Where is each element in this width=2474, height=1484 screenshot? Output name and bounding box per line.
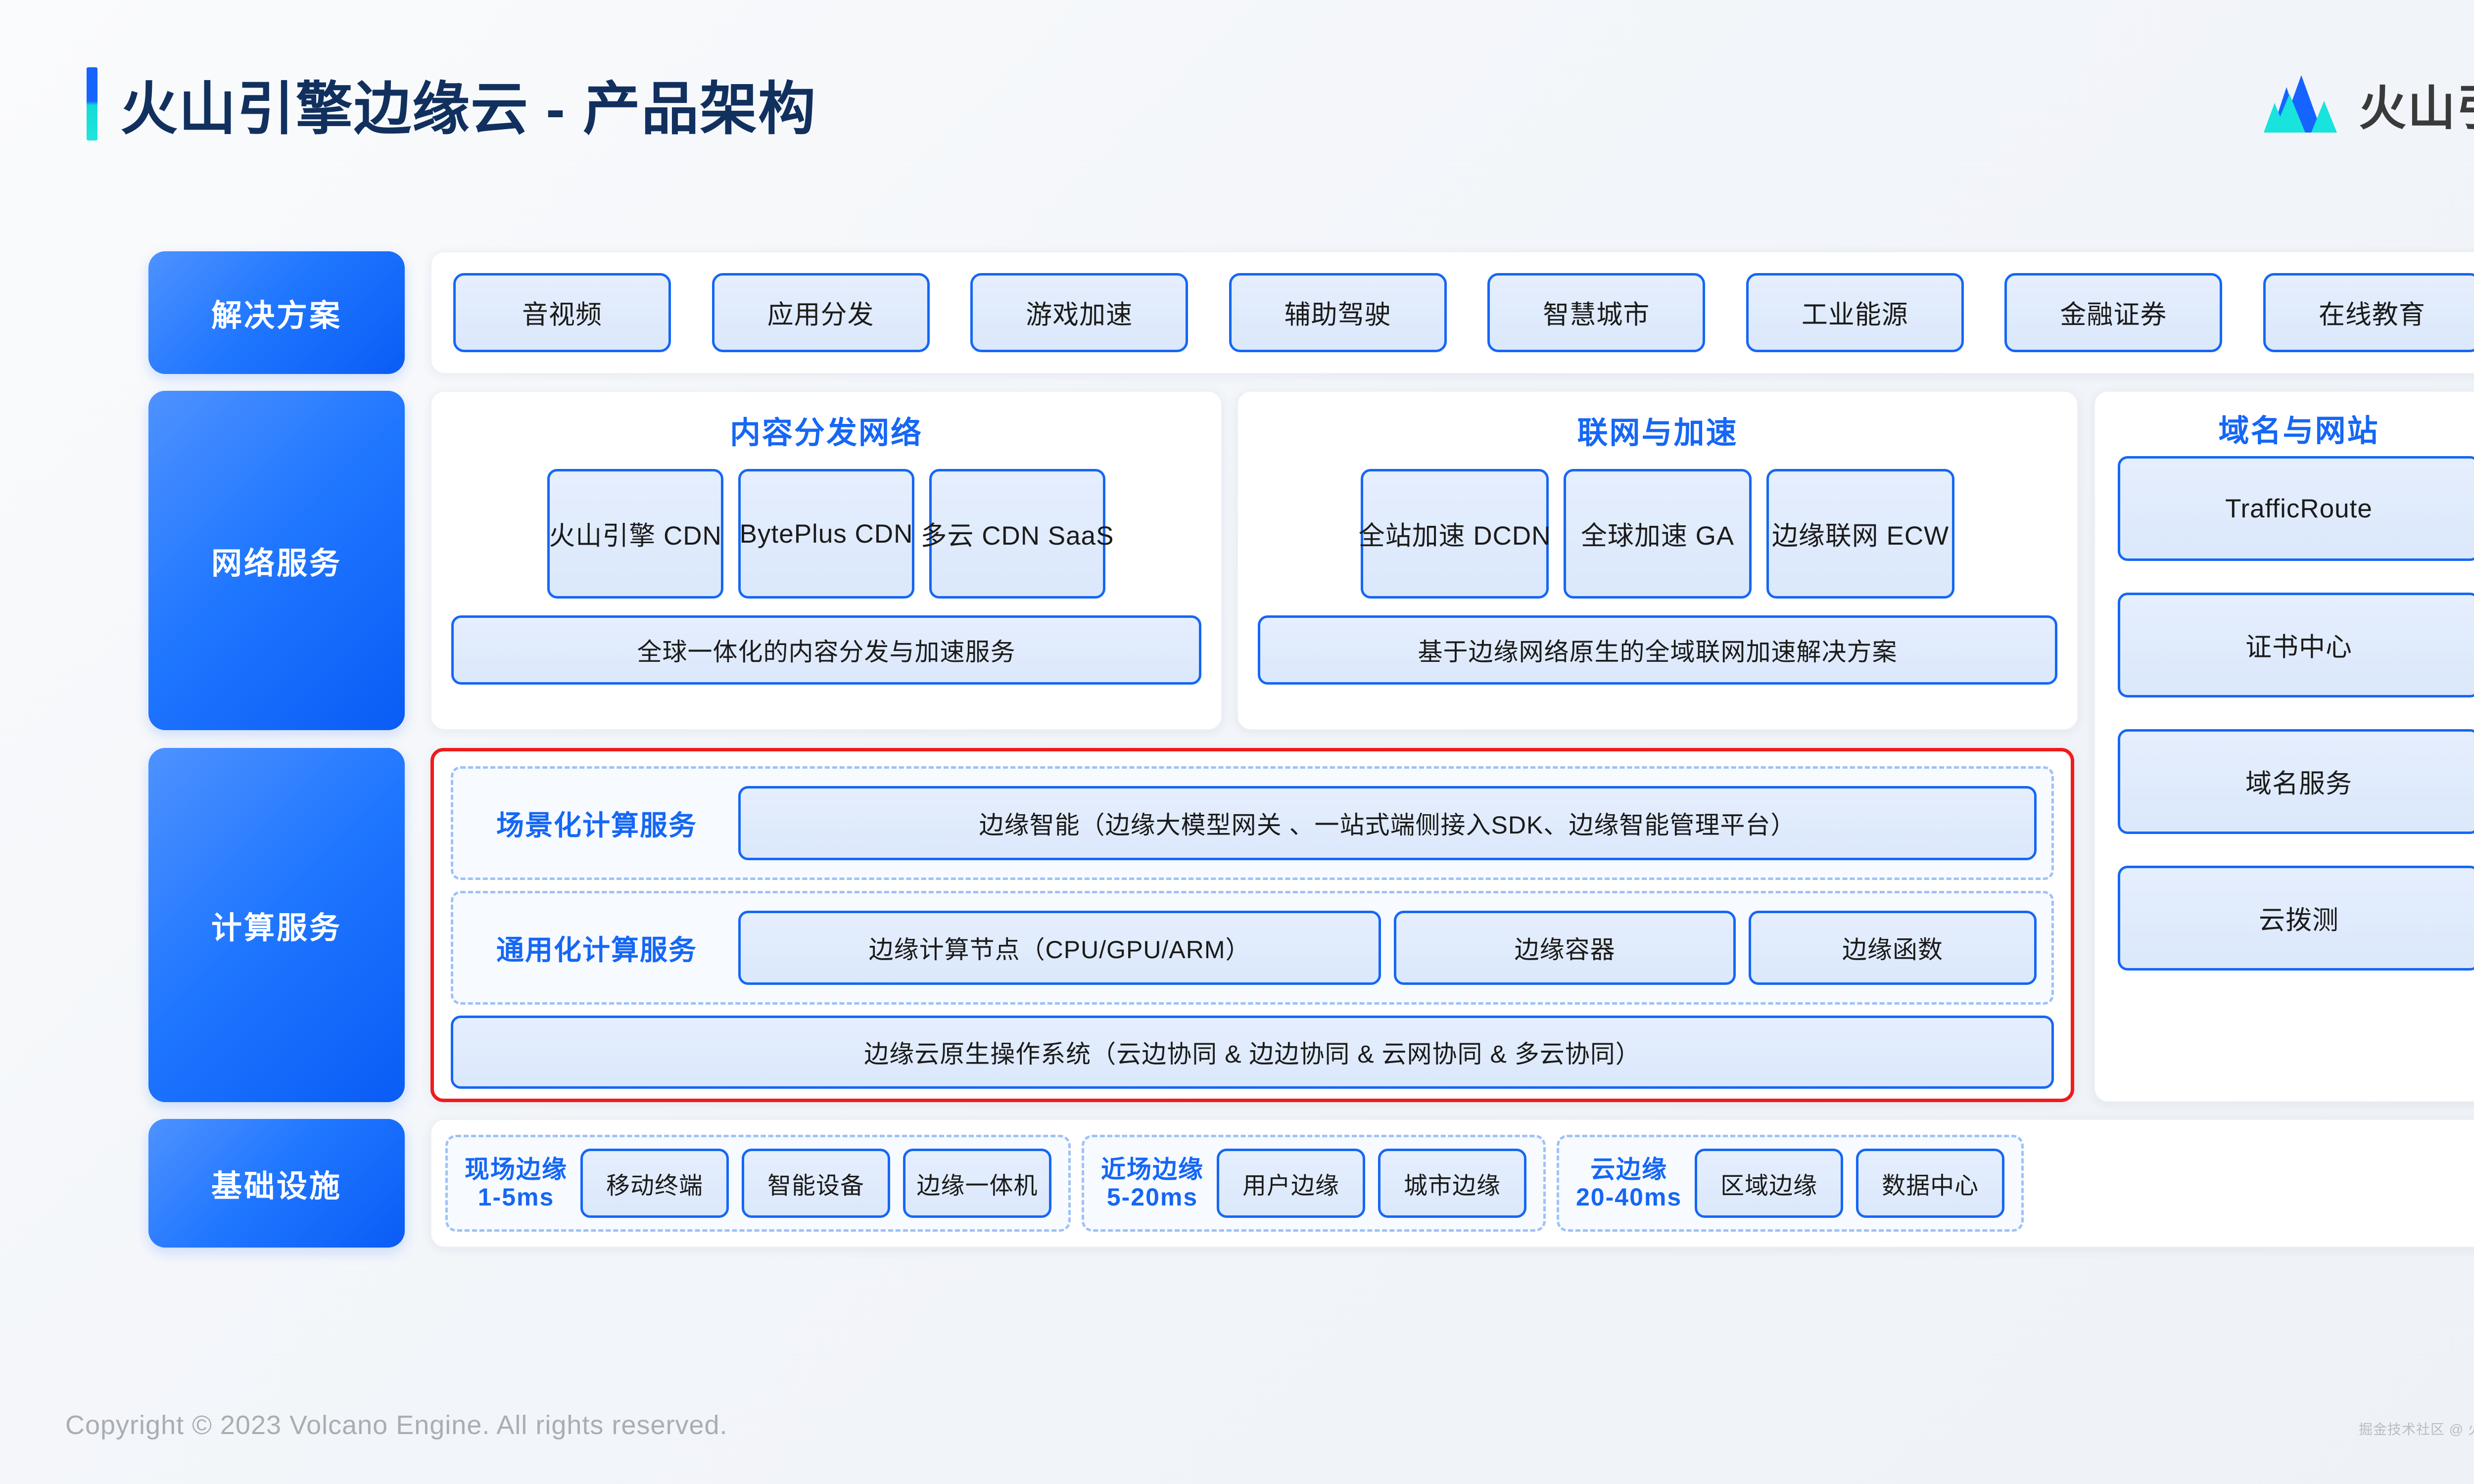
domain-chip[interactable]: 云拨测 (2118, 866, 2474, 971)
cdn-chip[interactable]: BytePlus CDN (738, 469, 914, 599)
network-chip[interactable]: 全球加速 GA (1564, 469, 1752, 599)
infra-label-line1: 近场边缘 (1101, 1156, 1204, 1183)
infra-group-cloud-edge: 云边缘 20-40ms 区域边缘 数据中心 (1557, 1135, 2024, 1232)
cdn-chip[interactable]: 多云 CDN SaaS (921, 469, 1113, 599)
edge-container-chip[interactable]: 边缘容器 (1394, 911, 1736, 985)
page-title: 火山引擎边缘云 - 产品架构 (120, 77, 817, 141)
network-group-panel: 联网与加速 全站加速 DCDN 全球加速 GA 边缘联网 ECW 基于边缘网络原… (1237, 391, 2078, 730)
scenario-compute-label: 场景化计算服务 (496, 809, 697, 841)
accent-bar-icon (87, 67, 97, 140)
general-compute-label: 通用化计算服务 (496, 934, 697, 966)
infra-chip[interactable]: 移动终端 (580, 1149, 729, 1218)
infra-group-label: 近场边缘 5-20ms (1101, 1156, 1204, 1211)
architecture-diagram: 解决方案 网络服务 计算服务 基础设施 音视频 应用分发 游戏加速 辅助驾驶 智… (148, 242, 2474, 1326)
network-chip[interactable]: 全站加速 DCDN (1359, 469, 1550, 599)
network-chip-row: 全站加速 DCDN 全球加速 GA 边缘联网 ECW (1258, 469, 2057, 599)
network-group-heading: 联网与加速 (1577, 416, 1738, 450)
infra-chip[interactable]: 边缘一体机 (903, 1149, 1051, 1218)
cdn-chip[interactable]: 火山引擎 CDN (547, 469, 723, 599)
scenario-compute-group: 场景化计算服务 边缘智能（边缘大模型网关 、一站式端侧接入SDK、边缘智能管理平… (451, 766, 2054, 880)
edge-intelligence-chip[interactable]: 边缘智能（边缘大模型网关 、一站式端侧接入SDK、边缘智能管理平台） (738, 786, 2037, 860)
general-compute-group: 通用化计算服务 边缘计算节点（CPU/GPU/ARM） 边缘容器 边缘函数 (451, 891, 2054, 1005)
infra-chip[interactable]: 区域边缘 (1695, 1149, 1844, 1218)
infra-chip[interactable]: 数据中心 (1856, 1149, 2005, 1218)
domain-chip[interactable]: 域名服务 (2118, 729, 2474, 834)
infra-group-label: 现场边缘 1-5ms (465, 1156, 568, 1211)
network-summary-bar[interactable]: 基于边缘网络原生的全域联网加速解决方案 (1258, 615, 2057, 685)
solution-chip[interactable]: 金融证券 (2004, 273, 2223, 352)
domain-chip[interactable]: 证书中心 (2118, 593, 2474, 697)
solution-chip[interactable]: 游戏加速 (970, 273, 1189, 352)
solution-chip[interactable]: 音视频 (453, 273, 671, 352)
infra-label-line2: 5-20ms (1106, 1183, 1198, 1211)
edge-cloud-os-bar[interactable]: 边缘云原生操作系统（云边协同 & 边边协同 & 云网协同 & 多云协同） (451, 1016, 2054, 1089)
network-chip[interactable]: 边缘联网 ECW (1766, 469, 1954, 599)
infra-chip[interactable]: 用户边缘 (1217, 1149, 1365, 1218)
infra-label-line2: 1-5ms (477, 1183, 555, 1211)
slide-header: 火山引擎边缘云 - 产品架构 火山引擎 (0, 0, 2474, 208)
brand-lockup: 火山引擎 (2264, 70, 2474, 139)
infra-group-label: 云边缘 20-40ms (1576, 1156, 1682, 1211)
domain-chip[interactable]: TrafficRoute (2118, 456, 2474, 561)
cdn-chip-row: 火山引擎 CDN BytePlus CDN 多云 CDN SaaS (451, 469, 1201, 599)
infra-group-near-edge: 近场边缘 5-20ms 用户边缘 城市边缘 (1082, 1135, 1546, 1232)
infra-label-line1: 现场边缘 (465, 1156, 568, 1183)
solutions-panel: 音视频 应用分发 游戏加速 辅助驾驶 智慧城市 工业能源 金融证券 在线教育 (430, 251, 2474, 374)
edge-function-chip[interactable]: 边缘函数 (1749, 911, 2037, 985)
solution-chip[interactable]: 应用分发 (712, 273, 930, 352)
layer-label-solutions: 解决方案 (148, 251, 405, 374)
domain-website-panel: 域名与网站 TrafficRoute 证书中心 域名服务 云拨测 (2094, 391, 2474, 1102)
volcano-mountain-logo-icon (2264, 75, 2337, 133)
cdn-summary-bar[interactable]: 全球一体化的内容分发与加速服务 (451, 615, 1201, 685)
copyright-text: Copyright © 2023 Volcano Engine. All rig… (65, 1410, 728, 1440)
layer-label-infrastructure: 基础设施 (148, 1119, 405, 1248)
cdn-group-heading: 内容分发网络 (729, 416, 923, 450)
layer-label-network: 网络服务 (148, 391, 405, 730)
infra-group-onsite-edge: 现场边缘 1-5ms 移动终端 智能设备 边缘一体机 (445, 1135, 1071, 1232)
infra-label-line1: 云边缘 (1590, 1156, 1668, 1183)
edge-compute-node-chip[interactable]: 边缘计算节点（CPU/GPU/ARM） (738, 911, 1381, 985)
infra-label-line2: 20-40ms (1576, 1183, 1682, 1211)
solution-chip[interactable]: 在线教育 (2263, 273, 2474, 352)
solution-chip[interactable]: 智慧城市 (1487, 273, 1706, 352)
solution-chip[interactable]: 辅助驾驶 (1229, 273, 1447, 352)
infra-chip[interactable]: 城市边缘 (1378, 1149, 1526, 1218)
watermark-text: 掘金技术社区 @ 火山引擎边缘云 (2359, 1422, 2474, 1437)
layer-label-compute: 计算服务 (148, 748, 405, 1102)
cdn-group-panel: 内容分发网络 火山引擎 CDN BytePlus CDN 多云 CDN SaaS… (430, 391, 1222, 730)
brand-name: 火山引擎 (2359, 82, 2474, 135)
solution-chip[interactable]: 工业能源 (1746, 273, 1964, 352)
domain-heading: 域名与网站 (2218, 414, 2379, 448)
infra-chip[interactable]: 智能设备 (742, 1149, 890, 1218)
compute-services-panel: 场景化计算服务 边缘智能（边缘大模型网关 、一站式端侧接入SDK、边缘智能管理平… (430, 748, 2074, 1102)
title-group: 火山引擎边缘云 - 产品架构 (87, 62, 816, 145)
infrastructure-panel: 现场边缘 1-5ms 移动终端 智能设备 边缘一体机 近场边缘 5-20ms 用… (430, 1119, 2474, 1248)
